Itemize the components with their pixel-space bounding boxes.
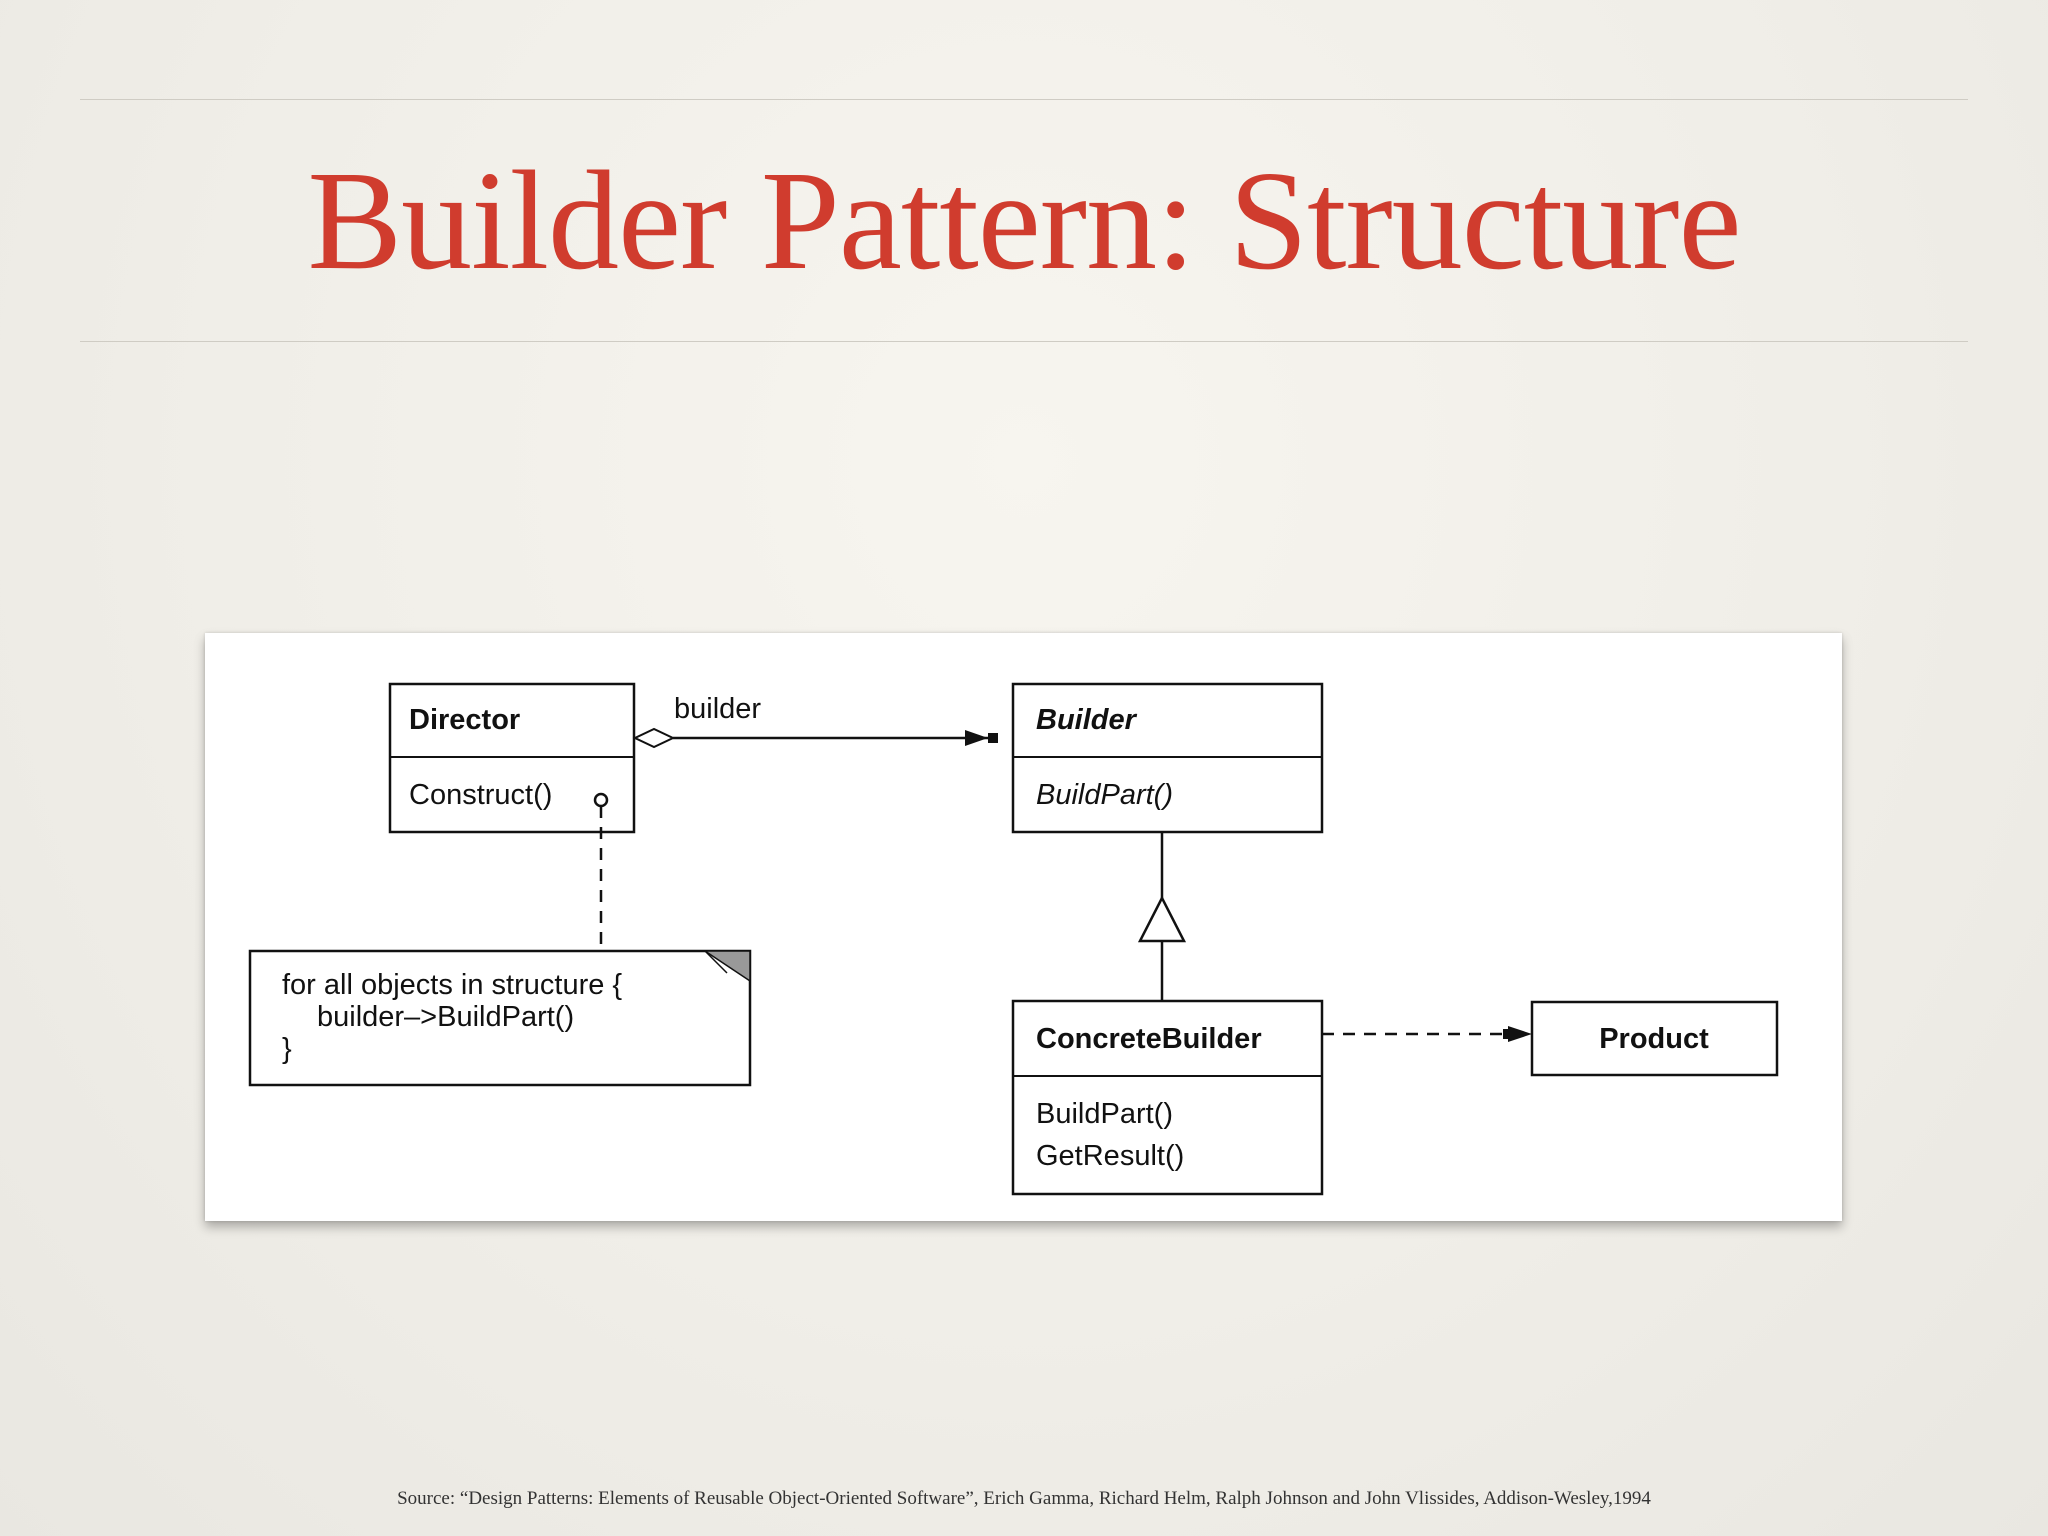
arrowhead-icon bbox=[1508, 1026, 1532, 1042]
arrowhead-icon bbox=[965, 730, 988, 746]
product-class: Product bbox=[1530, 1000, 1779, 1077]
bottom-divider bbox=[80, 341, 1968, 342]
hollow-triangle-icon bbox=[1137, 895, 1187, 943]
product-dependency bbox=[1322, 1026, 1532, 1042]
builder-association-label: builder bbox=[674, 693, 761, 725]
director-class: Director Construct() bbox=[388, 682, 636, 834]
folded-corner-icon bbox=[702, 950, 751, 983]
builder-method: BuildPart() bbox=[1036, 779, 1173, 811]
top-divider bbox=[80, 99, 1968, 100]
note-anchor-icon bbox=[593, 792, 609, 808]
director-method: Construct() bbox=[409, 779, 552, 811]
builder-class: Builder BuildPart() bbox=[1011, 682, 1324, 834]
note-line: } bbox=[282, 1033, 292, 1065]
note-connector bbox=[593, 792, 609, 951]
concrete-builder-name: ConcreteBuilder bbox=[1036, 1023, 1262, 1055]
builder-name: Builder bbox=[1036, 704, 1138, 736]
director-name: Director bbox=[409, 704, 520, 736]
note-line: for all objects in structure { bbox=[282, 969, 622, 1001]
slide-title: Builder Pattern: Structure bbox=[307, 141, 1741, 299]
concrete-builder-method: BuildPart() bbox=[1036, 1098, 1173, 1130]
note-line: builder–>BuildPart() bbox=[317, 1001, 574, 1033]
builder-uml-diagram: Director Construct() builder Builder Bui… bbox=[248, 682, 1779, 1196]
inheritance-arrow bbox=[1137, 832, 1187, 1001]
product-name: Product bbox=[1599, 1023, 1709, 1055]
concrete-builder-class: ConcreteBuilder BuildPart() GetResult() bbox=[1011, 999, 1324, 1196]
builder-aggregation: builder bbox=[632, 693, 998, 749]
source-citation: Source: “Design Patterns: Elements of Re… bbox=[397, 1488, 1651, 1509]
concrete-builder-method: GetResult() bbox=[1036, 1140, 1184, 1172]
uml-diagram-figure: Director Construct() builder Builder Bui… bbox=[205, 633, 1842, 1221]
pseudocode-note: for all objects in structure { builder–>… bbox=[248, 949, 752, 1087]
